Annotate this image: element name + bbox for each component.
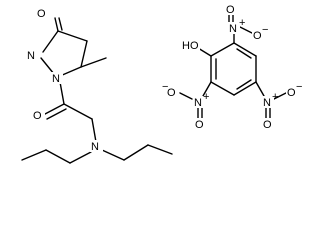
svg-text:O: O	[195, 119, 204, 131]
atom-n2: N	[26, 49, 40, 62]
svg-text:N: N	[52, 73, 60, 85]
atom-ho: HO	[181, 39, 200, 52]
bond-propyl-l2	[45, 149, 71, 164]
bond-acyl-o-double	[46, 108, 67, 120]
bond-ch2-n	[91, 118, 97, 143]
atom-n-left: N +	[193, 91, 209, 109]
atom-n-amine: N	[90, 140, 103, 153]
svg-text:O: O	[226, 4, 235, 16]
bond-propyl-r2	[123, 144, 149, 161]
atom-n-right: N +	[262, 91, 278, 109]
bond-c3-o-double	[58, 17, 63, 31]
molecule-pyrazolidinone: O N N O N	[21, 7, 173, 164]
bond-c-oh	[197, 47, 212, 57]
ring-double-2	[236, 79, 252, 90]
svg-text:N: N	[194, 97, 202, 109]
svg-text:+: +	[203, 91, 209, 103]
bond-propyl-l3	[21, 149, 47, 161]
bond-ntop-o2	[239, 26, 253, 34]
bond-n-propyl-l1	[69, 151, 92, 164]
ring-bond-4	[233, 81, 257, 96]
atom-o-top-2: O −	[252, 24, 268, 42]
svg-text:O: O	[263, 119, 272, 131]
bond-nleft-o1	[179, 92, 193, 100]
bond-acyl-o	[44, 103, 65, 115]
svg-text:+: +	[272, 91, 278, 103]
svg-text:O: O	[287, 87, 296, 99]
atom-o-amide: O	[32, 109, 45, 122]
svg-text:−: −	[296, 81, 302, 93]
bond-n1-n2	[40, 57, 55, 75]
bond-n2-c3	[42, 30, 59, 53]
svg-text:O: O	[253, 30, 262, 42]
atom-n1: N	[51, 72, 63, 85]
bond-n1-acyl	[59, 81, 65, 105]
svg-text:N: N	[27, 50, 35, 62]
chemical-structure-canvas: O N N O N	[21, 3, 303, 164]
atom-n-top: N +	[228, 17, 245, 35]
bond-c5-n1	[59, 66, 82, 77]
atom-o-left-2: O	[194, 118, 206, 131]
svg-text:HO: HO	[182, 40, 199, 52]
atom-o-right-1: O −	[286, 81, 302, 99]
svg-text:O: O	[167, 87, 176, 99]
ring-double-1	[236, 48, 252, 59]
molecule-picric-acid: HO N + O O − N + O − O	[162, 3, 302, 131]
atom-o-right-2: O	[262, 118, 274, 131]
bond-c-n-right	[255, 81, 265, 97]
structure-drawing: O N N O N	[21, 3, 302, 164]
ring-bond-5	[210, 81, 235, 96]
ring-bond-2	[233, 42, 257, 57]
bond-c-n-left	[202, 81, 212, 97]
svg-text:O: O	[33, 110, 42, 122]
bond-propyl-r3	[147, 144, 173, 155]
svg-text:O: O	[37, 8, 46, 20]
svg-text:N: N	[91, 141, 99, 153]
bond-acyl-ch2	[63, 103, 93, 120]
ring-bond-1	[210, 42, 235, 57]
svg-text:N: N	[263, 97, 271, 109]
bond-c3-o	[54, 17, 59, 32]
bond-nright-o1	[273, 92, 287, 100]
bond-c4-c5	[80, 40, 88, 68]
bond-c5-methyl	[80, 57, 107, 68]
svg-text:N: N	[229, 23, 237, 35]
atom-o-ring-carbonyl: O	[36, 7, 50, 20]
svg-text:−: −	[162, 81, 168, 93]
atom-o-left-1: O −	[162, 81, 178, 99]
bond-n-propyl-r1	[101, 149, 125, 161]
bond-c3-c4	[57, 30, 88, 42]
svg-text:−: −	[262, 24, 268, 36]
svg-text:+: +	[239, 17, 245, 29]
atom-o-top-1: O	[225, 3, 237, 16]
